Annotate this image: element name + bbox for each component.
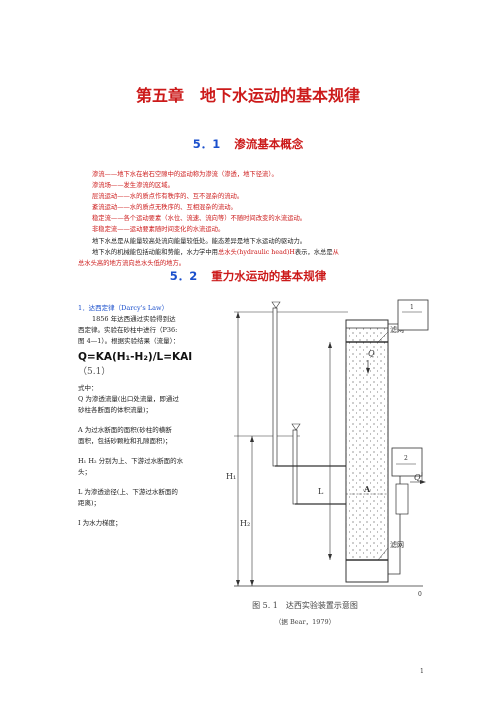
datum-label: 0: [418, 591, 422, 598]
variable-q: Q 为渗透流量(出口处流量，即通过 砂柱各断面的体积流量)；: [78, 394, 216, 416]
variable-line: 头；: [78, 468, 91, 476]
where-label: 式中：: [78, 384, 98, 392]
piezometer-2: [292, 429, 298, 505]
intro-line: 图 4—1）。根据实验结果（流量）：: [78, 337, 180, 345]
inflow-label: Q: [368, 349, 375, 358]
section-title: 渗流基本概念: [234, 137, 304, 151]
measuring-cylinder: [395, 483, 409, 515]
chapter-title: 第五章 地下水运动的基本规律: [135, 86, 360, 105]
figure-caption: 图 5. 1 达西实验装置示意图: [252, 601, 358, 610]
area-label: A: [363, 484, 371, 494]
definition-item: 渗流场——发生渗流的区域。: [92, 182, 174, 189]
inlet-tank: [397, 299, 429, 331]
section-heading-5-1: 5．1 渗流基本概念: [0, 136, 496, 152]
variable-line: Q 为渗透流量(出口处流量，即通过: [78, 395, 179, 403]
paragraph-text: 地下水总是从能量较高处流向能量较低处。能态差异是地下水运动的驱动力。: [92, 238, 307, 245]
definition-item: 非稳定流——运动要素随时间变化的水流运动。: [92, 226, 225, 233]
intro-line: 西定律。实验在砂柱中进行（P36:: [78, 326, 178, 334]
variable-line: 面积，包括砂颗粒和孔隙面积)；: [78, 437, 172, 445]
definition-item: 紊流运动——水的质点无秩序的、互相混杂的流动。: [92, 204, 237, 211]
definition-item: 层流运动——水的质点作有秩序的、互不混杂的流动。: [92, 193, 244, 200]
section-title: 重力水运动的基本规律: [211, 269, 327, 283]
definition-item: 渗流——地下水在岩石空隙中的运动称为渗流（渗透，地下径流）。: [92, 171, 278, 178]
darcy-heading: 1．达西定律（Darcy's Law）: [78, 304, 169, 312]
darcy-apparatus-figure: H₁ H₂ L A Q 滤网 滤网: [226, 299, 429, 598]
sand-column: [346, 328, 388, 560]
variable-l: L 为渗透途径(上、下游过水断面的 距离)；: [78, 487, 216, 509]
intro-line: 1856 年达西通过实验得到达: [92, 315, 176, 323]
page-number: 1: [420, 668, 424, 675]
variable-a: A 为过水断面的面积(砂柱的横断 面积，包括砂颗粒和孔隙面积)；: [78, 425, 216, 447]
piezometer-1: [272, 307, 278, 467]
bottom-filter-label: 滤网: [390, 540, 404, 549]
paragraph-text: 地下水的机械能包括动能和势能，水力学中用总水头(hydraulic head)H…: [78, 247, 418, 258]
variable-line: A 为过水断面的面积(砂柱的横断: [78, 426, 172, 434]
variable-line: I 为水力梯度；: [78, 519, 122, 527]
variable-line: L 为渗透途径(上、下游过水断面的: [78, 488, 178, 496]
outflow-label: Q: [414, 473, 421, 482]
section-number: 5．1: [192, 137, 221, 151]
tap-1-label: 1: [410, 304, 414, 311]
variable-line: 距离)；: [78, 499, 101, 507]
variable-i: I 为水力梯度；: [78, 518, 216, 529]
tap-2-label: 2: [404, 455, 408, 462]
variable-line: H₁ H₂ 分别为上、下游过水断面的水: [78, 457, 184, 465]
outlet-tank: [391, 447, 423, 477]
darcy-formula: Q=KA(H₁-H₂)/L=KAI: [78, 351, 193, 363]
text-run: 表示，水总是: [294, 249, 333, 256]
variable-h: H₁ H₂ 分别为上、下游过水断面的水 头；: [78, 456, 216, 478]
definition-list: 渗流——地下水在岩石空隙中的运动称为渗流（渗透，地下径流）。 渗流场——发生渗流…: [92, 169, 432, 235]
h2-label: H₂: [240, 519, 250, 528]
paragraph-text: 总水头高的地方流向总水头低的地方。: [78, 260, 186, 267]
equation-number: （5.1）: [78, 367, 111, 377]
top-filter-label: 滤网: [390, 325, 404, 334]
length-label: L: [318, 487, 324, 496]
figure-source: （据 Bear，1979）: [274, 618, 336, 626]
text-run: 地下水的机械能包括动能和势能，水力学中用: [92, 249, 218, 256]
darcy-law-text: 1．达西定律（Darcy's Law） 1856 年达西通过实验得到达 西定律。…: [78, 303, 216, 529]
hydraulic-head-term: 总水头(hydraulic head)H: [217, 249, 295, 256]
paragraph-energy: 地下水总是从能量较高处流向能量较低处。能态差异是地下水运动的驱动力。 地下水的机…: [78, 236, 418, 269]
text-run: 从: [332, 249, 339, 256]
section-number: 5．2: [169, 269, 198, 283]
section-heading-5-2: 5．2 重力水运动的基本规律: [0, 268, 496, 284]
h1-label: H₁: [226, 472, 236, 481]
variable-line: 砂柱各断面的体积流量)；: [78, 406, 153, 414]
definition-item: 稳定流——各个运动要素（水位、流速、流向等）不随时间改变的水流运动。: [92, 215, 307, 222]
